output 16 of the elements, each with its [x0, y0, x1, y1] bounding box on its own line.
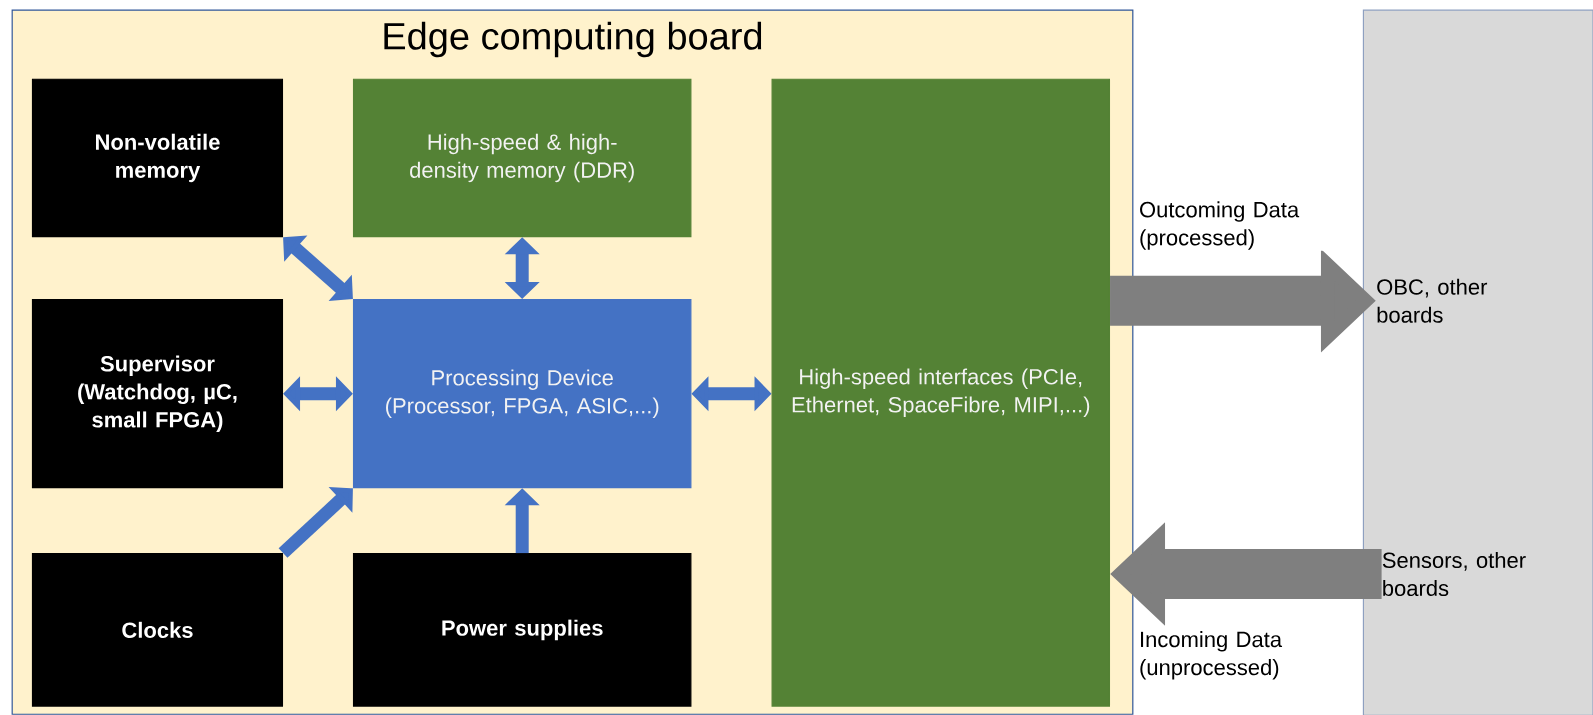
edge-label: Outcoming Data (processed) — [1140, 201, 1300, 250]
component-box: Supervisor (Watchdog, µC, small FPGA) — [31, 299, 284, 489]
block-arrow — [278, 486, 353, 558]
component-box: Non-volatile memory — [31, 78, 284, 238]
component-box: Clocks — [31, 553, 284, 707]
block-arrow — [283, 376, 353, 412]
block-arrow — [283, 235, 353, 301]
board-title: Edge computing board — [384, 21, 762, 58]
external-panel — [1362, 9, 1593, 715]
edge-label: Incoming Data (unprocessed) — [1140, 630, 1283, 680]
component-box: High-speed interfaces (PCIe, Ethernet, SpaceFibre, MIPI,...) — [771, 78, 1111, 707]
external-label: Sensors, other boards — [1382, 551, 1526, 596]
component-box: High-speed & high-density memory (DDR) — [352, 78, 692, 238]
component-box: Power supplies — [352, 553, 692, 707]
external-label: OBC, other boards — [1377, 278, 1488, 323]
component-box: Processing Device (Processor, FPGA, ASIC,...) — [352, 299, 692, 489]
